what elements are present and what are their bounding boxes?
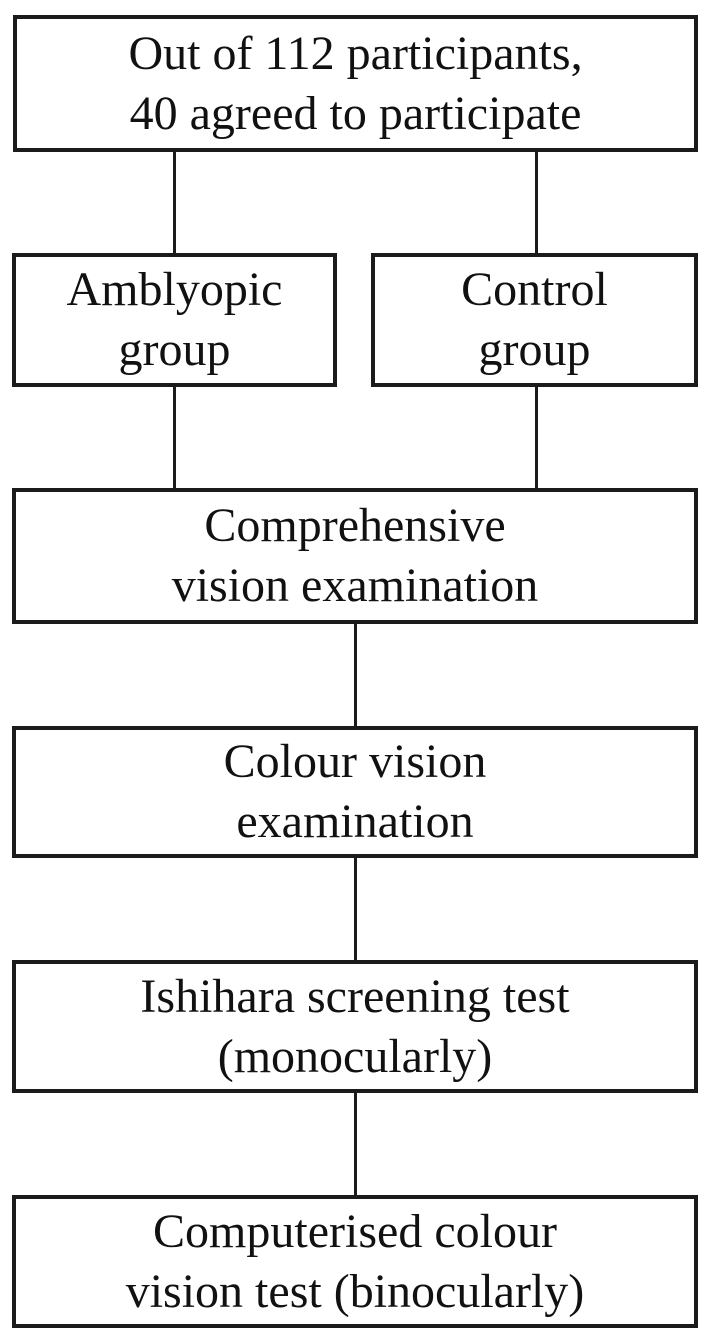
node-label-line: 40 agreed to participate <box>129 86 582 140</box>
node-label-line: Computerised colour <box>153 1204 557 1258</box>
node-recruited: Out of 112 participants, 40 agreed to pa… <box>13 15 698 152</box>
node-label-line: Comprehensive <box>204 499 506 552</box>
node-control-group: Control group <box>371 253 698 387</box>
node-label-line: group <box>478 323 591 376</box>
node-label-line: Colour vision <box>223 735 487 788</box>
connector-ishihara-to-computerised <box>354 1091 357 1197</box>
node-label-line: Control <box>461 263 608 316</box>
node-label-line: Ishihara screening test <box>140 969 570 1023</box>
node-label-line: vision test (binocularly) <box>125 1264 585 1318</box>
node-comprehensive-vision-examination: Comprehensive vision examination <box>12 488 698 624</box>
node-label-line: Amblyopic <box>66 263 283 316</box>
node-label-line: vision examination <box>171 559 539 612</box>
node-label-line: Out of 112 participants, <box>128 26 583 80</box>
connector-comprehensive-to-colour <box>354 622 357 728</box>
node-amblyopic-group: Amblyopic group <box>12 253 337 387</box>
connector-recruited-to-amblyopic <box>173 152 176 255</box>
connector-colour-to-ishihara <box>354 856 357 962</box>
connector-amblyopic-to-comprehensive <box>173 385 176 490</box>
node-label-line: group <box>118 323 231 376</box>
node-computerised-colour-vision-test: Computerised colour vision test (binocul… <box>12 1195 698 1328</box>
node-ishihara-screening-test: Ishihara screening test (monocularly) <box>12 960 698 1093</box>
node-colour-vision-examination: Colour vision examination <box>12 726 698 858</box>
node-label-line: (monocularly) <box>217 1029 493 1083</box>
node-label-line: examination <box>236 795 474 848</box>
connector-control-to-comprehensive <box>535 385 538 490</box>
connector-recruited-to-control <box>535 152 538 255</box>
